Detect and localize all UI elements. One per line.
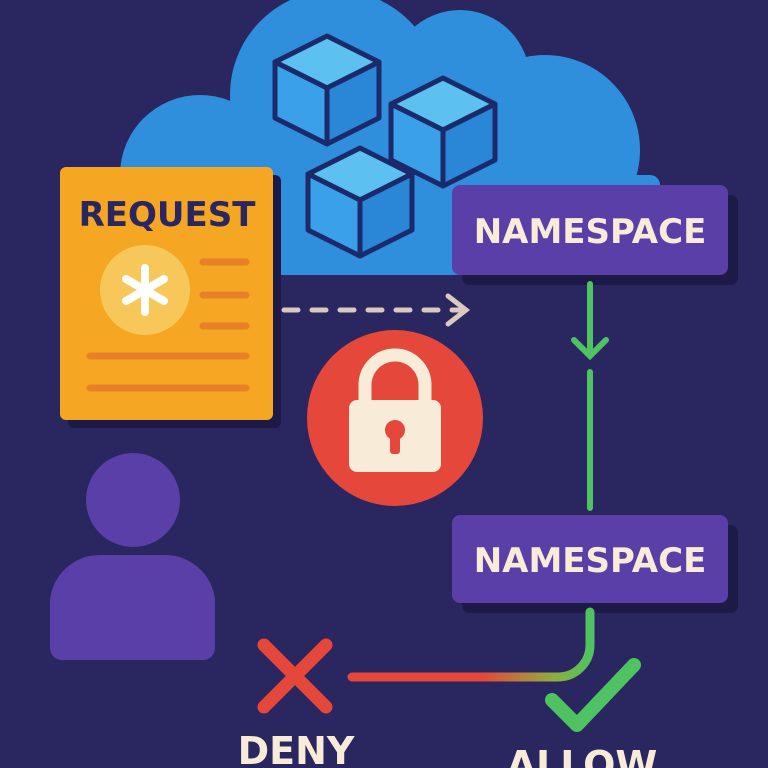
request-title: REQUEST <box>79 195 257 235</box>
x-icon <box>257 638 333 714</box>
cube-icon <box>272 33 382 147</box>
check-icon <box>545 658 641 732</box>
namespace-box-2 <box>452 515 738 613</box>
decision-path <box>347 607 595 682</box>
allow-label: ALLOW <box>507 743 658 768</box>
namespace-label-1: NAMESPACE <box>474 212 707 252</box>
cube-icon <box>388 75 498 189</box>
dashed-arrow <box>281 293 471 327</box>
flow-arrow-down <box>571 281 609 511</box>
document-lines <box>86 258 250 392</box>
user-icon <box>50 453 215 660</box>
namespace-box-1 <box>452 185 738 285</box>
deny-label: DENY <box>238 729 355 768</box>
cube-icon <box>305 145 415 259</box>
namespace-label-2: NAMESPACE <box>474 541 707 581</box>
lock-icon <box>307 330 483 506</box>
asterisk-icon <box>122 264 168 316</box>
request-document <box>60 167 281 428</box>
